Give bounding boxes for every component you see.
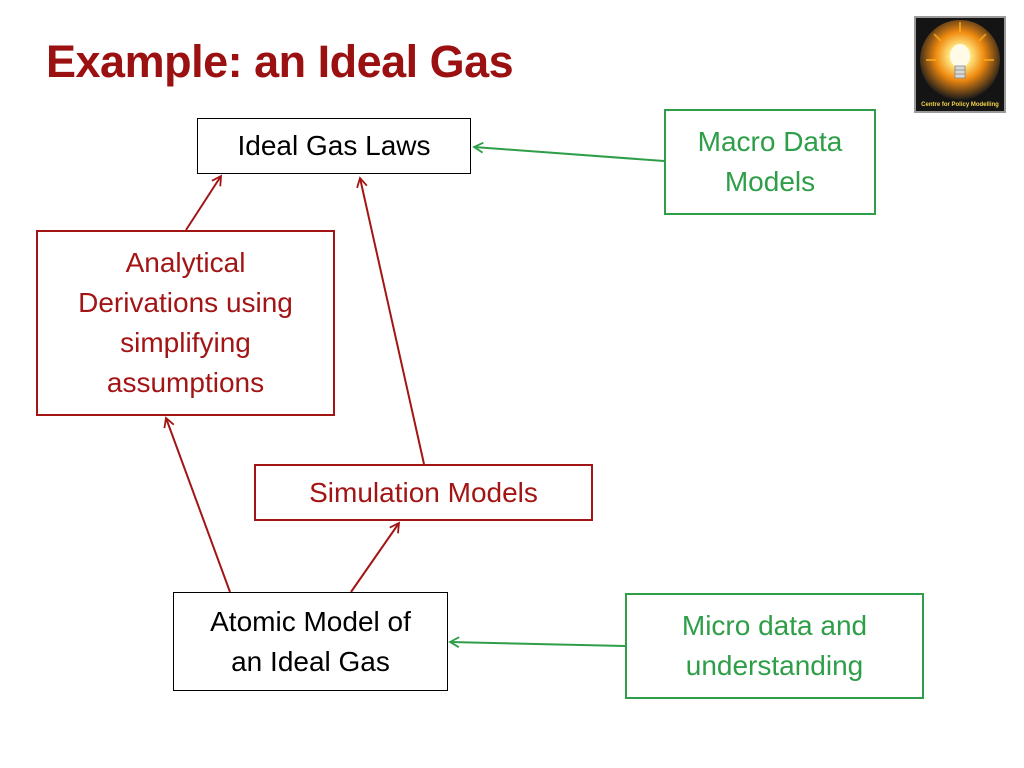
arrow-analytical-to-laws bbox=[185, 174, 223, 231]
macro-data-line-1: Macro Data bbox=[697, 126, 843, 157]
micro-data-line-2: understanding bbox=[685, 650, 864, 681]
logo-text: Centre for Policy Modelling bbox=[921, 102, 999, 108]
analytical-derivations-box: Analytical Derivations using simplifying… bbox=[36, 230, 335, 416]
analytical-line-3: simplifying bbox=[120, 327, 251, 358]
arrow-atomic-to-analytical bbox=[163, 416, 231, 593]
ideal-gas-laws-box: Ideal Gas Laws bbox=[197, 118, 471, 174]
micro-data-box: Micro data and understanding bbox=[625, 593, 924, 699]
arrow-simulation-to-laws bbox=[356, 176, 425, 465]
arrow-macro-to-laws bbox=[472, 141, 665, 162]
analytical-line-4: assumptions bbox=[106, 367, 265, 398]
simulation-models-box: Simulation Models bbox=[254, 464, 593, 521]
arrow-atomic-to-simulation bbox=[350, 521, 401, 593]
simulation-models-label: Simulation Models bbox=[309, 476, 538, 508]
arrow-micro-to-atomic bbox=[448, 636, 626, 648]
analytical-line-2: Derivations using bbox=[78, 287, 293, 318]
micro-data-line-1: Micro data and bbox=[681, 610, 868, 641]
atomic-model-line-1: Atomic Model of bbox=[210, 605, 411, 637]
analytical-line-1: Analytical bbox=[125, 247, 246, 278]
macro-data-line-2: Models bbox=[724, 166, 816, 197]
macro-data-models-box: Macro Data Models bbox=[664, 109, 876, 215]
atomic-model-line-2: an Ideal Gas bbox=[231, 645, 390, 677]
slide-title: Example: an Ideal Gas bbox=[46, 36, 514, 87]
cpm-logo: Centre for Policy Modelling bbox=[914, 16, 1006, 113]
lightbulb-icon bbox=[916, 18, 1004, 111]
ideal-gas-laws-label: Ideal Gas Laws bbox=[237, 130, 431, 161]
atomic-model-box: Atomic Model of an Ideal Gas bbox=[173, 592, 448, 691]
